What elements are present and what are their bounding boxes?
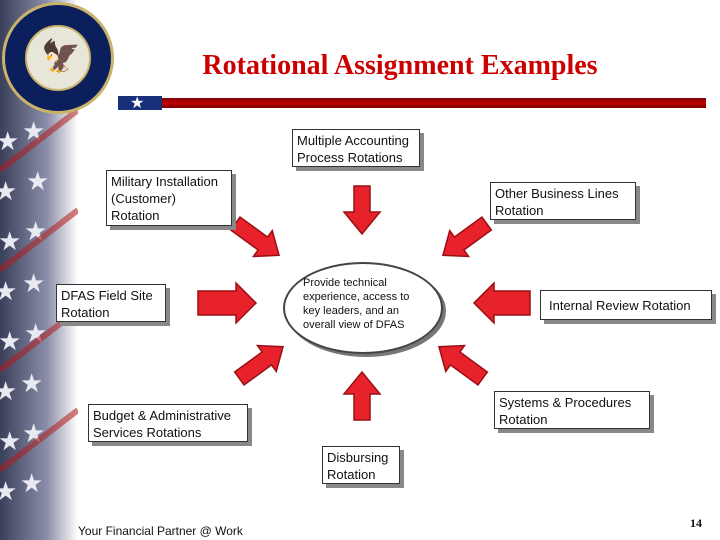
footer-tagline: Your Financial Partner @ Work <box>78 524 243 538</box>
svg-text:★: ★ <box>0 377 17 407</box>
arrow-down-top <box>342 185 382 236</box>
page-title: Rotational Assignment Examples <box>202 50 598 81</box>
svg-text:★: ★ <box>0 477 17 507</box>
center-text: Provide technical experience, access to … <box>303 277 410 331</box>
svg-text:★: ★ <box>0 327 21 357</box>
page-number: 14 <box>690 516 702 530</box>
arrow-up-bottom <box>342 370 382 421</box>
dod-seal-logo: 🦅 <box>2 2 114 114</box>
svg-text:★: ★ <box>20 469 43 499</box>
arrow-diag-topleft <box>229 216 281 258</box>
svg-text:★: ★ <box>0 177 17 207</box>
arrow-diag-bottomright <box>437 344 489 386</box>
box-systems-procedures: Systems & Procedures Rotation <box>494 391 650 429</box>
title-rule <box>118 98 706 108</box>
svg-text:★: ★ <box>0 427 21 457</box>
svg-text:★: ★ <box>26 167 49 197</box>
svg-text:★: ★ <box>20 369 43 399</box>
box-other-business: Other Business Lines Rotation <box>490 182 636 220</box>
box-budget-admin: Budget & Administrative Services Rotatio… <box>88 404 248 442</box>
arrow-diag-topright <box>441 216 493 258</box>
svg-text:★: ★ <box>0 277 17 307</box>
svg-text:★: ★ <box>0 227 21 257</box>
arrow-left-internal <box>472 281 531 325</box>
svg-text:★: ★ <box>22 269 45 299</box>
box-internal-review: Internal Review Rotation <box>540 290 712 320</box>
arrow-right-field <box>197 281 258 325</box>
seal-center: 🦅 <box>25 25 91 91</box>
box-multiple-accounting: Multiple Accounting Process Rotations <box>292 129 420 167</box>
box-military-installation: Military Installation (Customer) Rotatio… <box>106 170 232 226</box>
rule-flag <box>118 96 162 110</box>
center-ellipse: Provide technical experience, access to … <box>283 262 443 354</box>
eagle-icon: 🦅 <box>41 37 81 75</box>
box-field-site: DFAS Field Site Rotation <box>56 284 166 322</box>
svg-text:★: ★ <box>0 127 19 157</box>
star-icon: ★ <box>130 93 145 112</box>
arrow-diag-bottomleft <box>233 344 285 386</box>
box-disbursing: Disbursing Rotation <box>322 446 400 484</box>
